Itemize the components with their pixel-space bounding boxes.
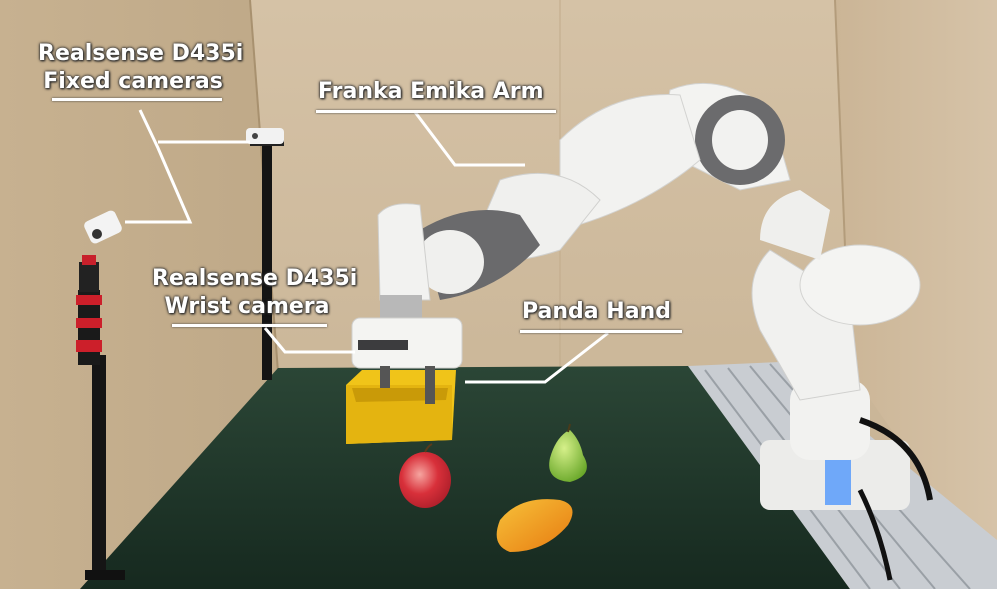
fixed-cameras-label: Realsense D435i Fixed cameras: [38, 40, 244, 96]
hand-underline: [520, 330, 682, 333]
apple: [399, 443, 451, 508]
arm-label: Franka Emika Arm: [318, 78, 544, 106]
wrist-camera-label: Realsense D435i Wrist camera: [152, 265, 358, 321]
fixed-cameras-label-line2: Fixed cameras: [43, 69, 223, 94]
mango: [496, 499, 573, 552]
arm-label-line1: Franka Emika Arm: [318, 79, 544, 104]
wrist-camera-label-line1: Realsense D435i: [152, 266, 358, 291]
left-wall: [0, 0, 278, 589]
robot-arm-body: [351, 82, 921, 404]
yellow-tray: [346, 370, 456, 444]
arm-underline: [316, 110, 556, 113]
wrist-camera-underline: [172, 324, 327, 327]
fixed-cameras-label-line1: Realsense D435i: [38, 41, 244, 66]
wrist-camera-label-line2: Wrist camera: [164, 294, 330, 319]
left-tripod: [76, 210, 125, 580]
fixed-cameras-underline: [52, 98, 222, 101]
hand-label-line1: Panda Hand: [522, 299, 671, 324]
robot-base: [760, 380, 933, 581]
back-tripod: [246, 128, 284, 380]
green-mat: [80, 366, 850, 589]
pear: [549, 423, 587, 482]
hand-label: Panda Hand: [522, 298, 671, 326]
